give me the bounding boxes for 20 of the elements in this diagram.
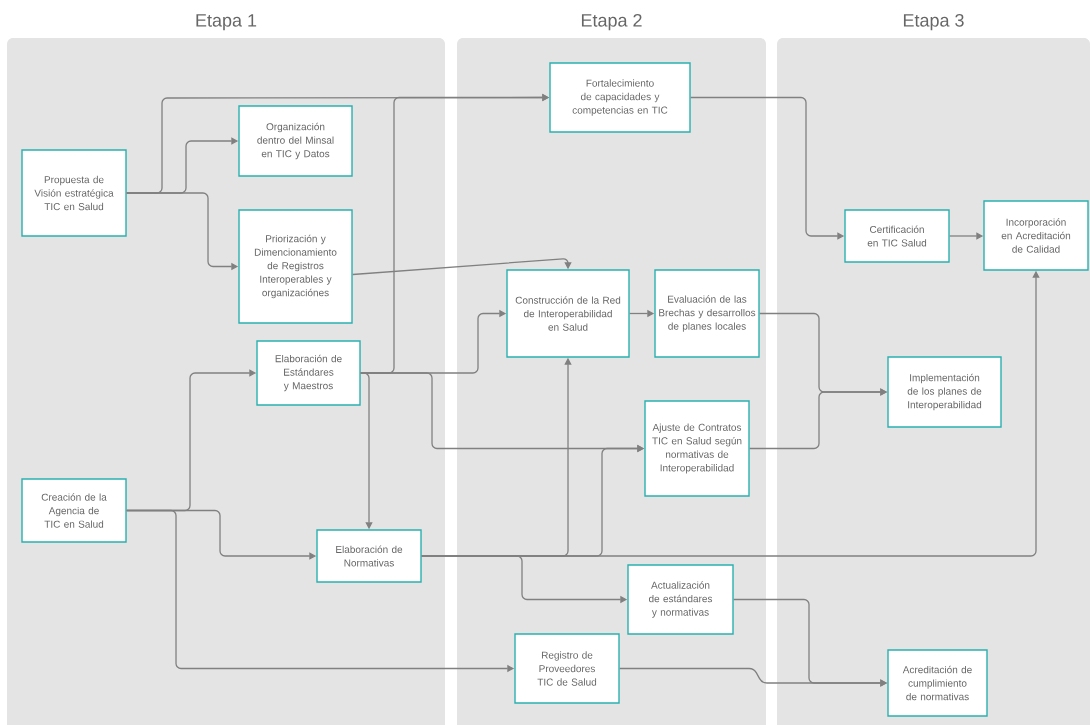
- process-box: Priorización y Dimencionamiento de Registros Interoperables y organizaciónes: [238, 209, 353, 324]
- node-label: Etapa 1: [196, 14, 257, 31]
- process-box: Actualización de estándares y normativas: [627, 564, 734, 635]
- process-box: Propuesta de Visión estratégica TIC en Salud: [21, 149, 127, 237]
- process-box: Certificación en TIC Salud: [844, 209, 950, 263]
- arrow: [352, 258, 572, 276]
- node-label: Etapa 2: [581, 13, 642, 31]
- process-box: Acreditación de cumplimiento de normativas: [887, 649, 988, 717]
- process-box: Construcción de la Red de Interoperabilidad en Salud: [506, 269, 630, 358]
- process-box: Fortalecimiento de capacidades y competencias en TIC: [549, 62, 691, 133]
- process-box: Registro de Proveedores TIC de Salud: [514, 633, 620, 704]
- process-box: Evaluación de las Brechas y desarrollos de planes locales: [654, 269, 760, 358]
- process-box: Incorporación en Acreditación de Calidad: [983, 200, 1089, 271]
- node-label: Etapa 3: [903, 13, 964, 31]
- process-box: Organización dentro del Minsal en TIC y Datos: [238, 105, 353, 177]
- process-box: Ajuste de Contratos TIC en Salud según normativas de Interoperabilidad: [644, 400, 750, 497]
- process-box: Elaboración de Normativas: [316, 529, 422, 583]
- process-box: Creación de la Agencia de TIC en Salud: [21, 478, 127, 543]
- process-box: Implementación de los planes de Interoperabilidad: [887, 356, 1002, 428]
- process-box: Elaboración de Estándares y Maestros: [256, 340, 361, 406]
